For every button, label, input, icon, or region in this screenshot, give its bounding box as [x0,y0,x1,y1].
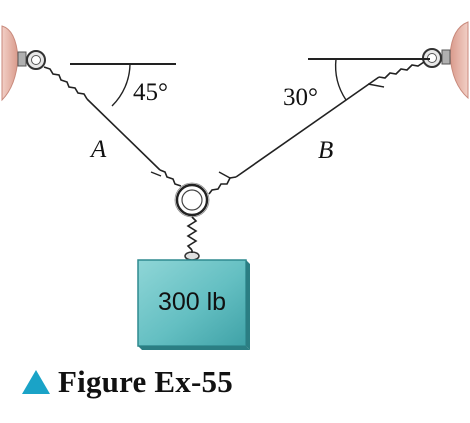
figure-caption: Figure Ex-55 [22,362,233,402]
left-angle-arc [111,63,131,107]
box-hook [184,250,200,261]
right-wall-support [422,21,469,100]
central-ring [174,182,210,218]
angle-right-label: 30° [283,84,318,111]
cable-b [208,61,425,195]
cable-b-label: B [318,137,333,164]
left-wall-support [1,25,46,102]
hanging-cable [186,216,198,251]
caption-text: Figure Ex-55 [58,364,233,399]
weight-box [137,259,250,350]
triangle-up-icon [22,370,50,394]
right-angle-arc [334,58,347,101]
cable-a-label: A [89,136,107,163]
cable-a [43,66,182,187]
angle-left-label: 45° [133,79,168,106]
weight-label: 300 lb [158,288,226,316]
